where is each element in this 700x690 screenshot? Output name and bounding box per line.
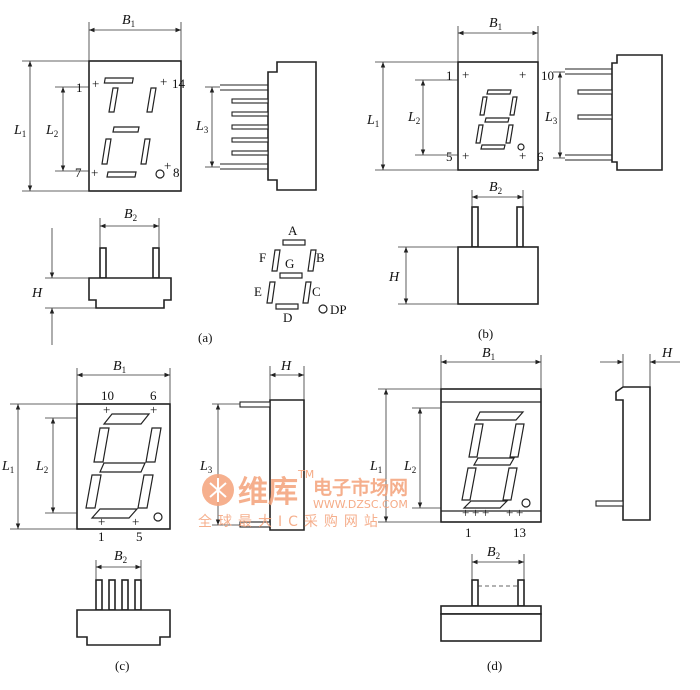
- panel-b-caption: (b): [478, 326, 493, 341]
- panel-a-pin-7: 7: [75, 165, 82, 180]
- panel-a-h-label: H: [31, 286, 43, 301]
- watermark: [202, 474, 234, 506]
- panel-a-l2-label: L2: [45, 123, 58, 139]
- segment-label-dp: DP: [330, 302, 347, 317]
- panel-d-b2-label: B2: [487, 545, 500, 561]
- watermark-title: 电子市场网: [313, 476, 408, 499]
- panel-c-l3-label: L3: [199, 459, 213, 475]
- panel-b-plus-10: +: [519, 67, 526, 82]
- panel-c-plus-10: +: [103, 402, 110, 417]
- panel-b-pin-5: 5: [446, 149, 453, 164]
- panel-c-plus-1: +: [98, 514, 105, 529]
- panel-d-plus-d: +: [506, 505, 513, 520]
- segment-label-c: C: [312, 284, 321, 299]
- panel-c-pin-5: 5: [136, 529, 143, 544]
- panel-a-pin-8: 8: [173, 165, 180, 180]
- panel-d-b1-label: B1: [482, 346, 495, 362]
- panel-b-pin-10: 10: [541, 68, 554, 83]
- panel-b-h-label: H: [388, 270, 400, 285]
- panel-c-plus-5: +: [132, 514, 139, 529]
- panel-a-pin-14: 14: [172, 76, 186, 91]
- panel-d-h-label: H: [661, 346, 673, 361]
- panel-b-pin-6: 6: [537, 149, 544, 164]
- watermark-brand: 维库: [238, 475, 298, 510]
- panel-c-plus-6: +: [150, 402, 157, 417]
- segment-label-e: E: [254, 284, 262, 299]
- panel-d-plus-e: +: [516, 505, 523, 520]
- panel-d-l2-label: L2: [403, 459, 416, 475]
- panel-c-l2-label: L2: [35, 459, 48, 475]
- panel-c-digit: [85, 413, 163, 522]
- panel-b-b2-label: B2: [489, 180, 502, 196]
- segment-label-g: G: [285, 256, 294, 271]
- dp-dot: [318, 304, 328, 314]
- watermark-slogan: 全球最大IC采购网站: [198, 513, 384, 530]
- panel-c-h-label: H: [280, 359, 292, 374]
- panel-d-plus-a: +: [462, 505, 469, 520]
- panel-c-pin-1: 1: [98, 529, 105, 544]
- panel-c-caption: (c): [115, 658, 129, 673]
- panel-d-plus-c: +: [482, 505, 489, 520]
- panel-b-side-view: [565, 54, 663, 171]
- panel-a-side-view: [220, 61, 317, 191]
- panel-d-bottom-view: [440, 579, 542, 642]
- panel-a-bottom-view: [88, 247, 172, 309]
- panel-c-side-view: [239, 399, 305, 531]
- panel-d-pin-1: 1: [465, 525, 472, 540]
- panel-b-plus-6: +: [519, 148, 526, 163]
- panel-d-side-view: [595, 386, 651, 521]
- panel-a-plus-8: +: [164, 158, 171, 173]
- panel-d-caption: (d): [487, 658, 502, 673]
- panel-b-l2-label: L2: [407, 110, 420, 126]
- panel-b-b1-label: B1: [489, 16, 502, 32]
- segment-label-d: D: [283, 310, 292, 325]
- panel-d: [378, 354, 680, 642]
- panel-b: [375, 26, 663, 305]
- panel-a-dp-dot: [155, 169, 165, 179]
- panel-a: [22, 22, 328, 345]
- panel-b-digit: [475, 89, 525, 151]
- segment-label-a: A: [288, 223, 298, 238]
- watermark-tm: TM: [297, 468, 314, 481]
- panel-b-bottom-view: [457, 206, 539, 305]
- panel-a-l1-label: L1: [13, 123, 26, 139]
- panel-d-digit: [461, 411, 531, 509]
- panel-a-pin-1: 1: [76, 80, 83, 95]
- panel-a-l3-label: L3: [195, 119, 209, 135]
- panel-b-pin-1: 1: [446, 68, 453, 83]
- panel-b-l1-label: L1: [366, 113, 379, 129]
- panel-c-pin-6: 6: [150, 388, 157, 403]
- panel-c: [10, 366, 305, 646]
- panel-c-l1-label: L1: [1, 459, 14, 475]
- panel-d-l1-label: L1: [369, 459, 382, 475]
- segment-label-b: B: [316, 250, 325, 265]
- panel-c-b1-label: B1: [113, 359, 126, 375]
- segment-legend: [266, 239, 328, 314]
- panel-c-pin-10: 10: [101, 388, 114, 403]
- panel-d-plus-b: +: [472, 505, 479, 520]
- panel-a-plus-1: +: [92, 76, 99, 91]
- panel-a-b2-label: B2: [124, 207, 137, 223]
- panel-c-b2-label: B2: [114, 549, 127, 565]
- panel-a-plus-7: +: [91, 165, 98, 180]
- panel-d-pin-13: 13: [513, 525, 526, 540]
- panel-a-digit: [101, 77, 165, 179]
- panel-a-plus-14: +: [160, 74, 167, 89]
- panel-b-plus-5: +: [462, 148, 469, 163]
- panel-b-front-body: [457, 61, 539, 171]
- segment-label-f: F: [259, 250, 266, 265]
- panel-a-b1-label: B1: [122, 13, 135, 29]
- panel-c-bottom-view: [76, 579, 171, 646]
- panel-a-caption: (a): [198, 330, 212, 345]
- panel-b-plus-1: +: [462, 67, 469, 82]
- watermark-url: WWW.DZSC.COM: [313, 498, 408, 511]
- panel-b-l3-label: L3: [544, 110, 558, 126]
